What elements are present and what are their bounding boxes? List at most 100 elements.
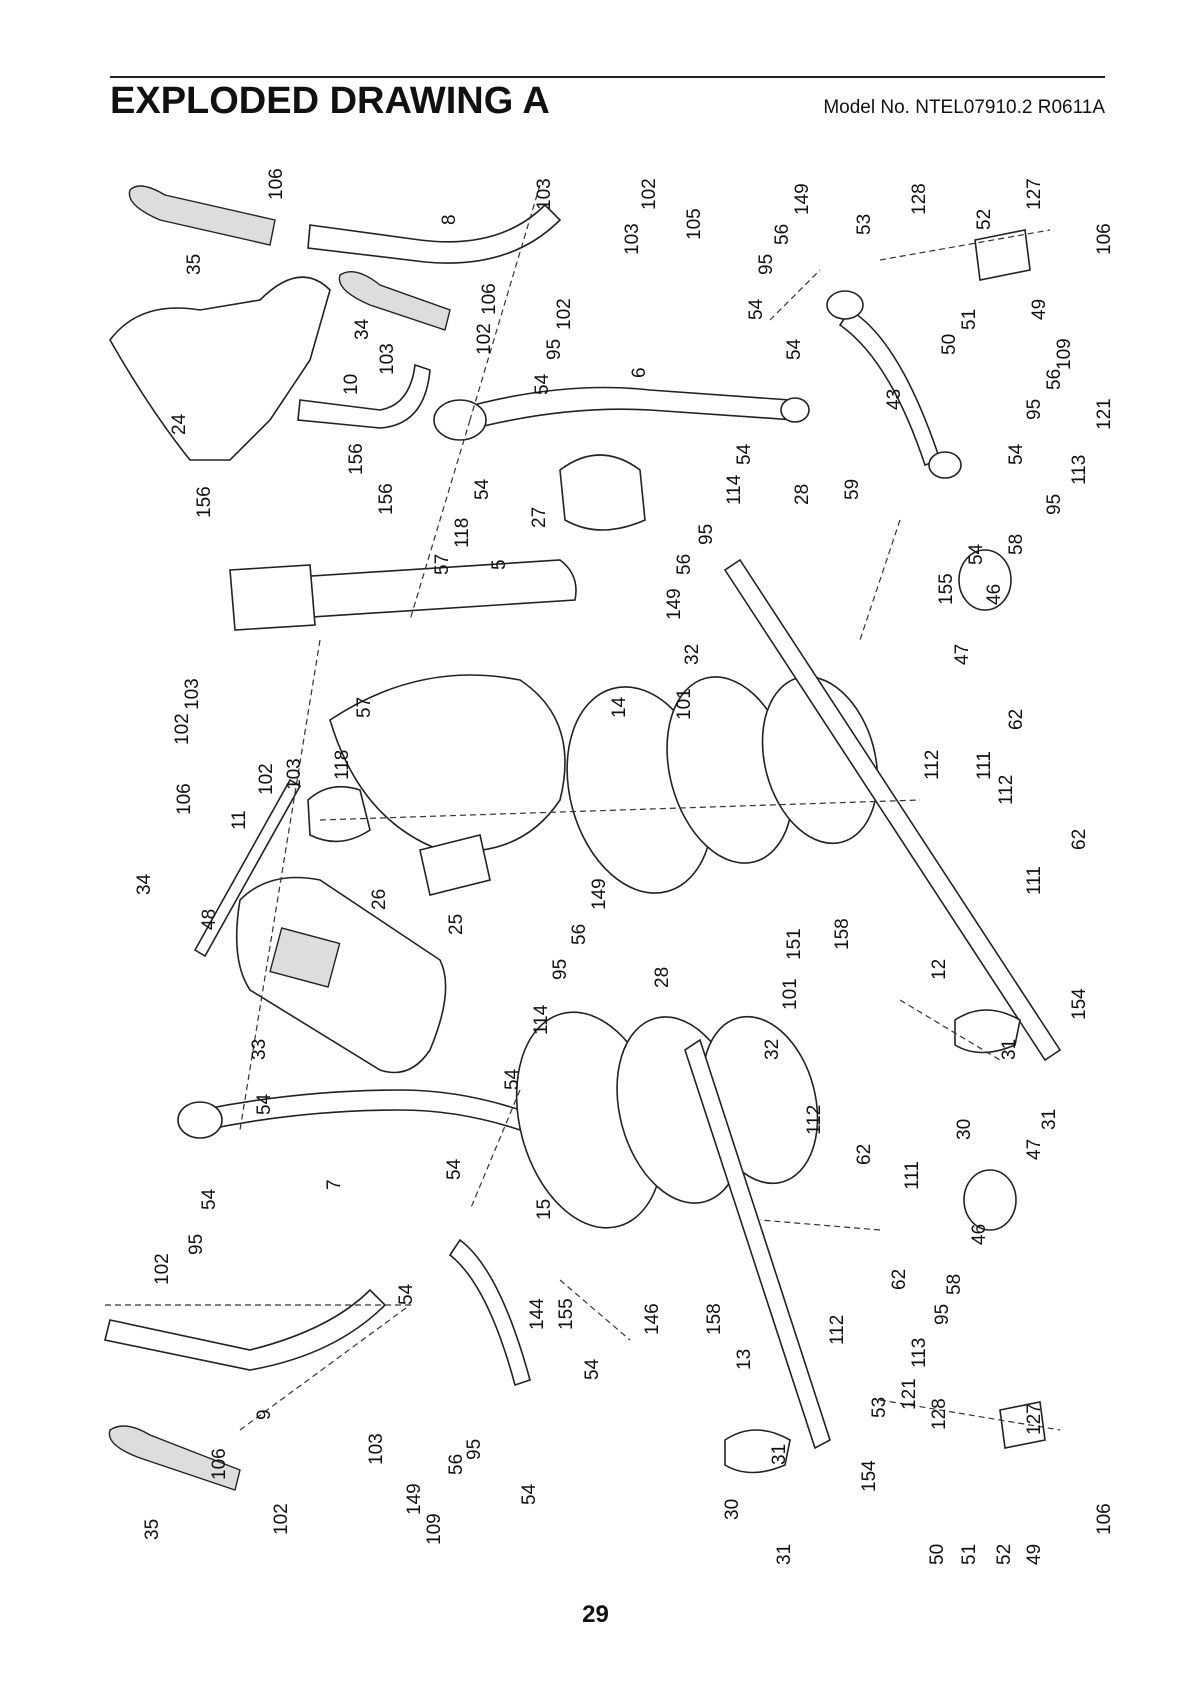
part-number: 54 [582, 1358, 603, 1380]
bracket-part [974, 229, 1031, 281]
part-number: 149 [664, 588, 685, 620]
roller-part [963, 1169, 1017, 1231]
part-number: 31 [774, 1544, 795, 1565]
part-number: 27 [529, 507, 550, 528]
part-number: 51 [959, 1544, 980, 1565]
part-number: 53 [869, 1397, 890, 1418]
part-number: 128 [929, 1398, 950, 1430]
shroud-part [559, 454, 646, 531]
part-number: 95 [544, 339, 565, 360]
part-number: 34 [134, 873, 155, 895]
part-number: 10 [341, 374, 362, 395]
part-number: 149 [792, 183, 813, 215]
part-number: 95 [186, 1234, 207, 1255]
part-number: 156 [194, 486, 215, 518]
arm-hub-part [433, 399, 487, 441]
header-rule [110, 76, 1105, 78]
arm-hub-part [177, 1101, 223, 1139]
lower-handlebar-part [104, 1288, 387, 1371]
part-number: 121 [899, 1378, 920, 1410]
lower-handlebar-part [297, 363, 431, 429]
part-number: 118 [452, 518, 473, 548]
part-number: 54 [746, 298, 767, 320]
part-number: 24 [169, 413, 190, 435]
part-number: 6 [629, 367, 650, 378]
grip-cover-part [338, 271, 451, 331]
link-arm-part [838, 308, 942, 467]
part-number: 31 [1039, 1109, 1060, 1130]
shroud-ring-part [307, 785, 371, 843]
part-number: 158 [832, 918, 853, 950]
part-number: 121 [1094, 398, 1115, 430]
link-end-part [826, 290, 864, 320]
part-number: 54 [1006, 443, 1027, 465]
part-number: 11 [229, 810, 250, 830]
part-number: 111 [902, 1161, 923, 1190]
part-number: 50 [927, 1544, 948, 1565]
part-number: 54 [396, 1283, 417, 1305]
part-number: 54 [502, 1068, 523, 1090]
part-number: 101 [674, 688, 695, 720]
part-number: 109 [424, 1513, 445, 1545]
part-number: 102 [554, 298, 575, 330]
assembly-lines [105, 184, 1061, 1431]
assembly-line [859, 519, 901, 641]
part-number: 112 [804, 1105, 825, 1135]
part-number: 54 [199, 1188, 220, 1210]
part-number: 106 [266, 168, 287, 200]
part-number: 51 [959, 309, 980, 330]
bracket-plate-part [229, 564, 316, 631]
part-number: 95 [550, 959, 571, 980]
part-number: 52 [974, 209, 995, 230]
arm-end-part [780, 397, 810, 423]
part-number: 62 [1069, 829, 1090, 850]
lower-frame-part [684, 1038, 831, 1450]
part-number: 54 [472, 478, 493, 500]
roller-part [958, 549, 1012, 611]
part-number: 103 [534, 178, 555, 210]
part-number: 54 [966, 543, 987, 565]
part-number: 31 [769, 1444, 790, 1465]
part-number: 33 [249, 1039, 270, 1060]
upper-arm-part [454, 386, 797, 433]
part-number: 111 [1024, 866, 1045, 895]
assembly-line [759, 1219, 881, 1231]
part-number: 35 [184, 254, 205, 275]
assembly-line [409, 419, 471, 621]
part-number: 35 [142, 1519, 163, 1540]
part-number: 102 [152, 1253, 173, 1285]
part-number: 28 [652, 967, 673, 988]
part-number: 105 [684, 208, 705, 240]
part-number: 32 [762, 1039, 783, 1060]
part-number: 95 [1044, 494, 1065, 515]
assembly-line [469, 184, 541, 421]
part-number: 158 [704, 1303, 725, 1335]
assembly-line [769, 269, 821, 321]
part-number: 54 [734, 443, 755, 465]
part-number: 56 [1044, 369, 1065, 390]
lower-arm-part [199, 1089, 521, 1132]
part-number: 102 [639, 178, 660, 210]
part-number: 113 [909, 1338, 930, 1368]
part-number: 106 [174, 783, 195, 815]
lower-grip-part [108, 1425, 241, 1491]
part-number: 32 [682, 644, 703, 665]
part-number: 102 [474, 323, 495, 355]
part-number: 25 [446, 914, 467, 935]
part-number-labels: 35 106 8 103 102 103 105 149 56 95 54 53… [134, 168, 1115, 1565]
part-number: 30 [954, 1119, 975, 1140]
part-number: 106 [479, 283, 500, 315]
part-number: 128 [909, 183, 930, 215]
part-number: 58 [1006, 534, 1027, 555]
lower-link-part [448, 1238, 531, 1387]
part-number: 54 [444, 1158, 465, 1180]
part-number: 62 [889, 1269, 910, 1290]
assembly-line [879, 1399, 1061, 1431]
part-number: 12 [929, 959, 950, 980]
part-number: 151 [784, 928, 805, 960]
base-shroud-part [419, 834, 491, 896]
assembly-line [105, 1304, 412, 1431]
part-number: 106 [1094, 223, 1115, 255]
part-number: 52 [994, 1544, 1015, 1565]
part-number: 156 [376, 483, 397, 515]
